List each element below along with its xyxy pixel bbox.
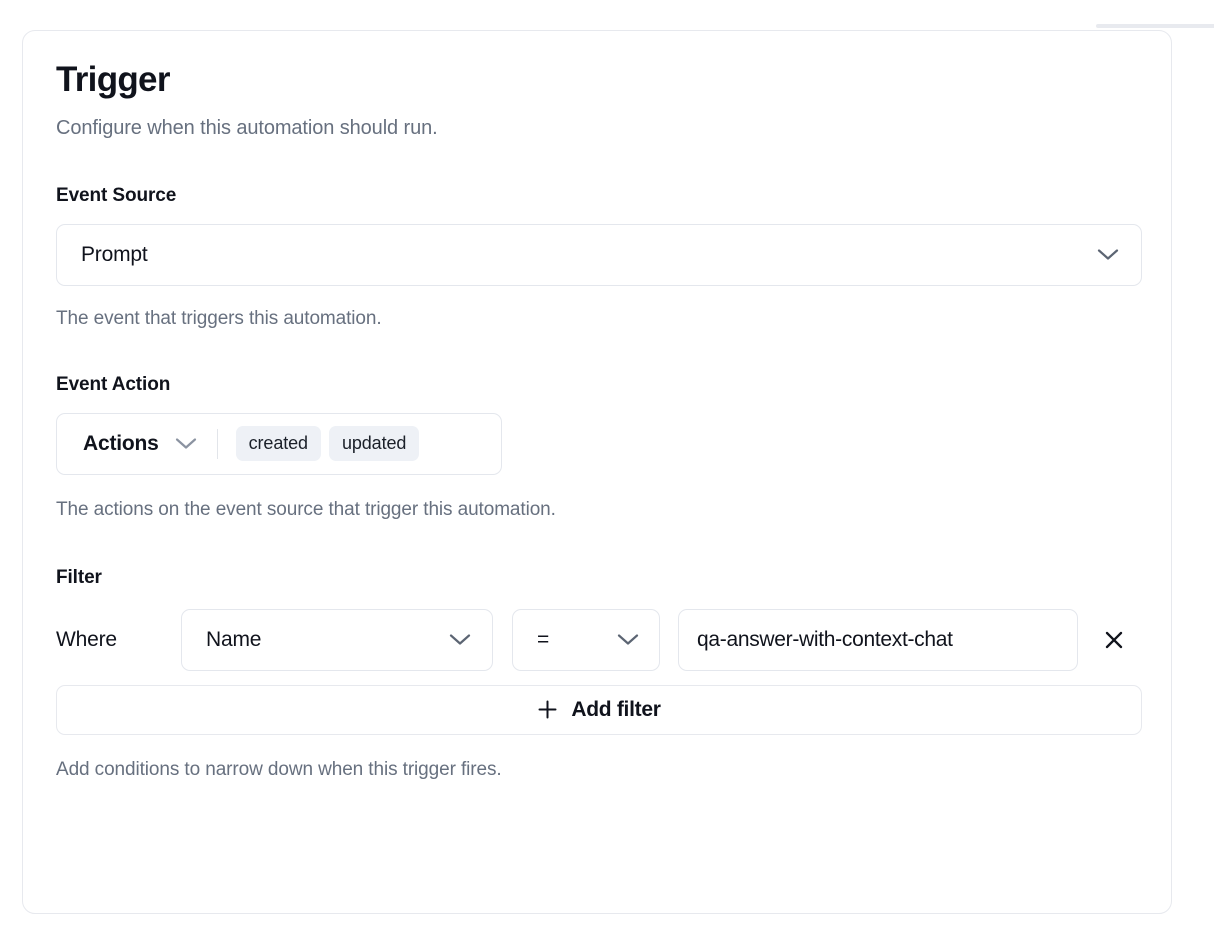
remove-filter-button[interactable]	[1092, 618, 1136, 662]
filter-label: Filter	[56, 566, 102, 588]
chevron-down-icon	[1097, 248, 1119, 261]
add-filter-button[interactable]: Add filter	[56, 684, 1142, 735]
plus-icon	[537, 699, 558, 720]
event-action-group: Event Action Actions created updated The…	[56, 374, 1138, 521]
status-badge[interactable]: created	[235, 426, 321, 461]
page-subtitle: Configure when this automation should ru…	[56, 116, 438, 139]
chevron-down-icon[interactable]	[175, 437, 197, 450]
where-label: Where	[56, 627, 117, 651]
filter-operator-select[interactable]: =	[512, 608, 660, 671]
trigger-card: Trigger Configure when this automation s…	[22, 30, 1172, 914]
page-title: Trigger	[56, 60, 170, 99]
event-source-select[interactable]: Prompt	[56, 223, 1142, 286]
close-icon	[1102, 628, 1126, 652]
event-action-badges: created updated	[235, 426, 420, 461]
filter-group: Filter Where Name =	[56, 566, 1142, 781]
event-source-group: Event Source Prompt The event that trigg…	[56, 184, 1142, 330]
status-badge[interactable]: updated	[328, 426, 420, 461]
event-action-control[interactable]: Actions created updated	[56, 412, 502, 475]
filter-field-select[interactable]: Name	[181, 608, 493, 671]
filter-helper: Add conditions to narrow down when this …	[56, 758, 502, 780]
filter-value-text: qa-answer-with-context-chat	[697, 627, 953, 651]
filter-row: Where Name =	[56, 608, 1138, 671]
chevron-down-icon	[617, 633, 639, 646]
chevron-down-icon	[449, 633, 471, 646]
add-filter-label: Add filter	[571, 697, 661, 721]
filter-value-input[interactable]: qa-answer-with-context-chat	[678, 608, 1078, 671]
event-source-value: Prompt	[81, 242, 148, 266]
event-action-helper: The actions on the event source that tri…	[56, 498, 556, 520]
top-edge-artifact	[1096, 24, 1214, 28]
event-source-helper: The event that triggers this automation.	[56, 307, 382, 329]
divider	[216, 428, 218, 459]
event-action-label: Event Action	[56, 373, 171, 395]
event-source-label: Event Source	[56, 184, 177, 206]
event-action-dropdown-label: Actions	[83, 431, 159, 455]
filter-operator-value: =	[537, 627, 550, 651]
filter-field-value: Name	[206, 627, 262, 651]
